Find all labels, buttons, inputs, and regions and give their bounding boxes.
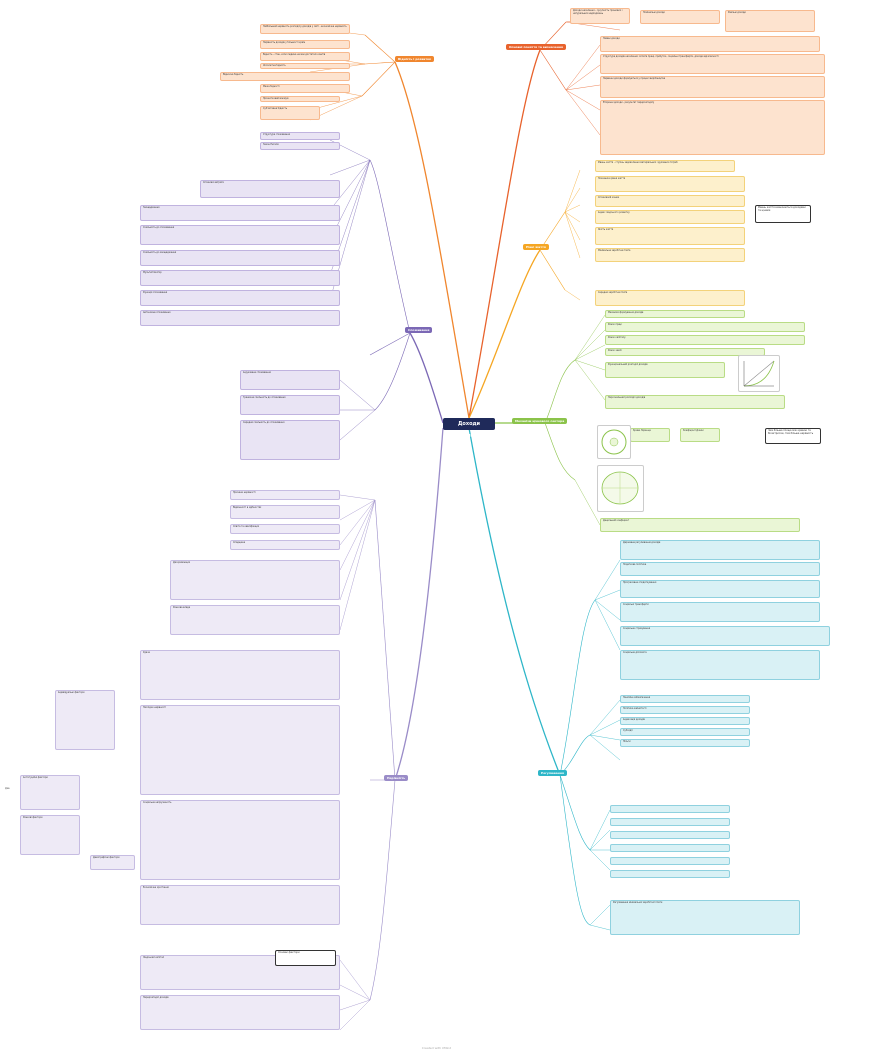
- teal-node-4[interactable]: Соціальні трансферти: [620, 602, 820, 622]
- purple-node-9[interactable]: Автономне споживання: [140, 310, 340, 326]
- green-node-3[interactable]: Ринок капіталу: [605, 335, 805, 345]
- green-node-8[interactable]: Коефіцієнт Джині: [680, 428, 720, 442]
- purple-node-5[interactable]: Схильність до споживання: [140, 225, 340, 245]
- branch-teal[interactable]: Регулювання: [538, 770, 567, 776]
- connector-purple-top: [409, 332, 444, 424]
- orange-node-8[interactable]: Суб'єктивна бідність: [260, 106, 320, 120]
- factor-box-2[interactable]: Інституційні фактори: [20, 775, 80, 810]
- teal-node-1[interactable]: Державне регулювання доходів: [620, 540, 820, 560]
- violet-node-2[interactable]: Відмінності в здібностях: [230, 505, 340, 519]
- branch-purple-top[interactable]: Споживання: [405, 327, 433, 333]
- yellow-node-5[interactable]: Якість життя: [595, 227, 745, 245]
- green-node-6[interactable]: Персональний розподіл доходів: [605, 395, 785, 409]
- green-callout: Чим більша площа між кривою та бісектрис…: [765, 428, 821, 444]
- connector-red-top: [468, 49, 541, 419]
- branch-orange-top[interactable]: Бідність і розвиток: [395, 56, 435, 62]
- branch-purple-bottom[interactable]: Нерівність: [384, 775, 409, 781]
- violet-node-3[interactable]: Освіта та кваліфікація: [230, 524, 340, 534]
- violet-callout: Основні фактори: [275, 950, 336, 966]
- green-node-5[interactable]: Функціональний розподіл доходів: [605, 362, 725, 378]
- purple-node-10[interactable]: Індуковане споживання: [240, 370, 340, 390]
- purple-node-8[interactable]: Функція споживання: [140, 290, 340, 306]
- purple-node-12[interactable]: Середня схильність до споживання: [240, 420, 340, 460]
- green-node-4[interactable]: Ринок землі: [605, 348, 765, 356]
- violet-small-label: Див.: [5, 787, 11, 790]
- orange-node-2[interactable]: Нерівність доходів у більшості країн: [260, 40, 350, 49]
- teal-row[interactable]: [610, 805, 730, 813]
- teal-node-8[interactable]: Політика зайнятості: [620, 706, 750, 714]
- yellow-node-3[interactable]: Споживчий кошик: [595, 195, 745, 207]
- green-node-2[interactable]: Ринок праці: [605, 322, 805, 332]
- orange-node-7[interactable]: Прожитковий мінімум: [260, 96, 340, 102]
- circular-flow-diagram: [597, 425, 631, 459]
- yellow-node-7[interactable]: Середня заробітна плата: [595, 290, 745, 306]
- central-topic[interactable]: Доходи населення: [443, 418, 495, 439]
- violet-node-10[interactable]: Економічне зростання: [140, 885, 340, 925]
- teal-node-7[interactable]: Пенсійне забезпечення: [620, 695, 750, 703]
- purple-node-2[interactable]: Закон Енгеля: [260, 142, 340, 150]
- teal-node-3[interactable]: Прогресивне оподаткування: [620, 580, 820, 598]
- teal-node-2[interactable]: Податкова політика: [620, 562, 820, 576]
- violet-node-6[interactable]: Ринкова влада: [170, 605, 340, 635]
- violet-node-12[interactable]: Перерозподіл доходів: [140, 995, 340, 1030]
- yellow-node-6[interactable]: Мінімальна заробітна плата: [595, 248, 745, 262]
- orange-node-1[interactable]: Найбільший нерівність розподілу доходів …: [260, 24, 350, 34]
- red-node-6[interactable]: Первинні доходи формуються у процесі вир…: [600, 76, 825, 98]
- branch-red-top[interactable]: Основні поняття та визначення: [506, 44, 566, 50]
- purple-node-1[interactable]: Структура споживання: [260, 132, 340, 140]
- teal-node-12[interactable]: Регулювання мінімальної заробітної плати: [610, 900, 800, 935]
- purple-node-11[interactable]: Гранична схильність до споживання: [240, 395, 340, 415]
- yellow-node-1[interactable]: Рівень життя - ступінь задоволення матер…: [595, 160, 735, 172]
- purple-node-6[interactable]: Схильність до заощадження: [140, 250, 340, 266]
- red-node-5[interactable]: Структура доходів населення: оплата прац…: [600, 54, 825, 74]
- violet-node-8[interactable]: Наслідки нерівності: [140, 705, 340, 795]
- red-node-4[interactable]: Наявні доходи: [600, 36, 820, 52]
- red-node-2[interactable]: Номінальні доходи: [640, 10, 720, 24]
- teal-node-5[interactable]: Соціальне страхування: [620, 626, 830, 646]
- red-node-1[interactable]: Доходи населення - сукупність грошових і…: [570, 8, 630, 24]
- teal-row[interactable]: [610, 818, 730, 826]
- distribution-diagram: [597, 465, 644, 512]
- violet-node-4[interactable]: Спадщина: [230, 540, 340, 550]
- teal-node-9[interactable]: Індексація доходів: [620, 717, 750, 725]
- green-node-1[interactable]: Механізм формування доходів: [605, 310, 745, 318]
- teal-node-10[interactable]: Субсидії: [620, 728, 750, 736]
- branch-green[interactable]: Механізм ціннового сектора: [512, 418, 568, 424]
- orange-node-6[interactable]: Межа бідності: [260, 84, 350, 93]
- lorenz-curve-diagram: [738, 355, 780, 392]
- violet-node-1[interactable]: Причини нерівності: [230, 490, 340, 500]
- violet-node-9[interactable]: Соціальна напруженість: [140, 800, 340, 880]
- footer-watermark: Created with XMind: [421, 1046, 452, 1050]
- teal-row[interactable]: [610, 857, 730, 865]
- yellow-node-2[interactable]: Показники рівня життя: [595, 176, 745, 192]
- violet-node-5[interactable]: Дискримінація: [170, 560, 340, 600]
- teal-node-6[interactable]: Соціальна допомога: [620, 650, 820, 680]
- branch-yellow[interactable]: Рівні життя: [523, 244, 549, 250]
- orange-node-5[interactable]: Відносна бідність: [220, 72, 350, 81]
- green-node-9[interactable]: Децильний коефіцієнт: [600, 518, 800, 532]
- teal-row[interactable]: [610, 844, 730, 852]
- connector-teal: [468, 427, 561, 776]
- orange-node-4[interactable]: Абсолютна бідність: [260, 63, 350, 69]
- red-node-3[interactable]: Реальні доходи: [725, 10, 815, 32]
- green-node-7[interactable]: Крива Лоренца: [630, 428, 670, 442]
- factor-box-3[interactable]: Ринкові фактори: [20, 815, 80, 855]
- purple-node-3[interactable]: Споживчі витрати: [200, 180, 340, 198]
- factor-box-1[interactable]: Індивідуальні фактори: [55, 690, 115, 750]
- connector-orange-top: [394, 61, 470, 419]
- violet-node-7[interactable]: Удача: [140, 650, 340, 700]
- factor-box-4[interactable]: Демографічні фактори: [90, 855, 135, 870]
- purple-node-7[interactable]: Мультиплікатор: [140, 270, 340, 286]
- red-node-7[interactable]: Вторинні доходи - результат перерозподіл…: [600, 100, 825, 155]
- teal-row[interactable]: [610, 831, 730, 839]
- connector-yellow: [468, 249, 541, 419]
- purple-node-4[interactable]: Заощадження: [140, 205, 340, 221]
- teal-row[interactable]: [610, 870, 730, 878]
- yellow-callout: Рівень життя визначається доходами та ці…: [755, 205, 811, 223]
- yellow-node-4[interactable]: Індекс людського розвитку: [595, 210, 745, 224]
- orange-node-3[interactable]: Бідність - стан, коли людина не має дост…: [260, 52, 350, 61]
- connector-purple-bottom: [394, 427, 444, 781]
- teal-node-11[interactable]: Пільги: [620, 739, 750, 747]
